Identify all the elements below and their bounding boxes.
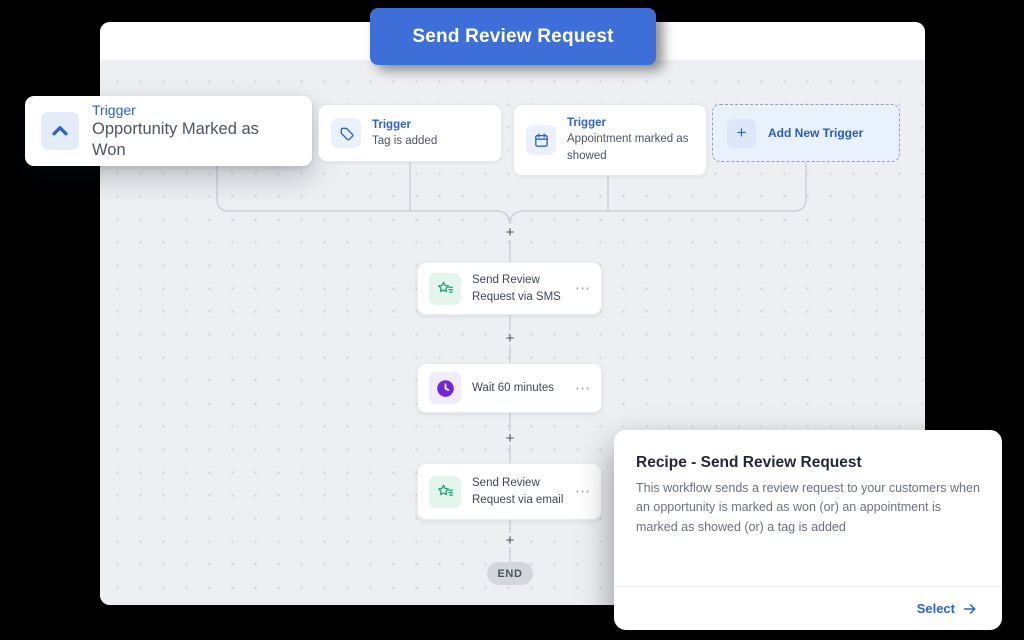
trigger-card-tag-added[interactable]: Trigger Tag is added	[318, 104, 502, 162]
trigger-type-label: Trigger	[567, 117, 606, 130]
add-step-button[interactable]: +	[505, 223, 515, 241]
workflow-title: Send Review Request	[412, 25, 614, 47]
trigger-name: Opportunity Marked as Won	[92, 120, 259, 159]
add-step-button[interactable]: +	[505, 429, 515, 447]
review-star-icon	[429, 475, 461, 508]
add-trigger-label: Add New Trigger	[768, 126, 864, 140]
trigger-name: Appointment marked as showed	[567, 133, 689, 163]
trigger-card-opportunity-won[interactable]: Trigger Opportunity Marked as Won	[25, 96, 312, 166]
add-step-button[interactable]: +	[505, 329, 515, 347]
action-card-review-sms[interactable]: Send Review Request via SMS ⋯	[417, 262, 602, 315]
arrow-right-icon	[963, 603, 976, 614]
trigger-type-label: Trigger	[92, 101, 136, 118]
recipe-title: Recipe - Send Review Request	[636, 454, 862, 471]
chevron-up-icon	[41, 112, 79, 150]
plus-glyph: +	[736, 123, 747, 142]
clock-icon	[429, 372, 461, 404]
review-star-icon	[429, 272, 461, 305]
recipe-description: This workflow sends a review request to …	[636, 481, 980, 534]
trigger-name: Tag is added	[372, 134, 438, 147]
more-options-icon[interactable]: ⋯	[575, 379, 591, 397]
action-name: Wait 60 minutes	[472, 381, 555, 394]
end-node: END	[487, 562, 533, 585]
trigger-card-appointment-showed[interactable]: Trigger Appointment marked as showed	[513, 104, 707, 176]
more-options-icon[interactable]: ⋯	[575, 280, 591, 297]
action-card-wait[interactable]: Wait 60 minutes ⋯	[417, 363, 602, 413]
add-new-trigger-button[interactable]: + Add New Trigger	[712, 104, 900, 162]
trigger-type-label: Trigger	[372, 118, 411, 131]
action-name: Send Review Request via email	[472, 476, 564, 506]
action-card-review-email[interactable]: Send Review Request via email ⋯	[417, 463, 602, 520]
more-options-icon[interactable]: ⋯	[575, 483, 591, 500]
recipe-footer: Select	[614, 586, 1002, 630]
add-step-button[interactable]: +	[505, 531, 515, 549]
action-name: Send Review Request via SMS	[472, 273, 561, 303]
select-label: Select	[916, 601, 955, 616]
plus-icon: +	[727, 118, 756, 148]
tag-icon	[331, 118, 361, 148]
recipe-info-card: Recipe - Send Review Request This workfl…	[614, 430, 1002, 630]
select-recipe-button[interactable]: Select	[917, 601, 978, 617]
workflow-title-banner: Send Review Request	[370, 8, 656, 65]
calendar-icon	[526, 125, 556, 155]
